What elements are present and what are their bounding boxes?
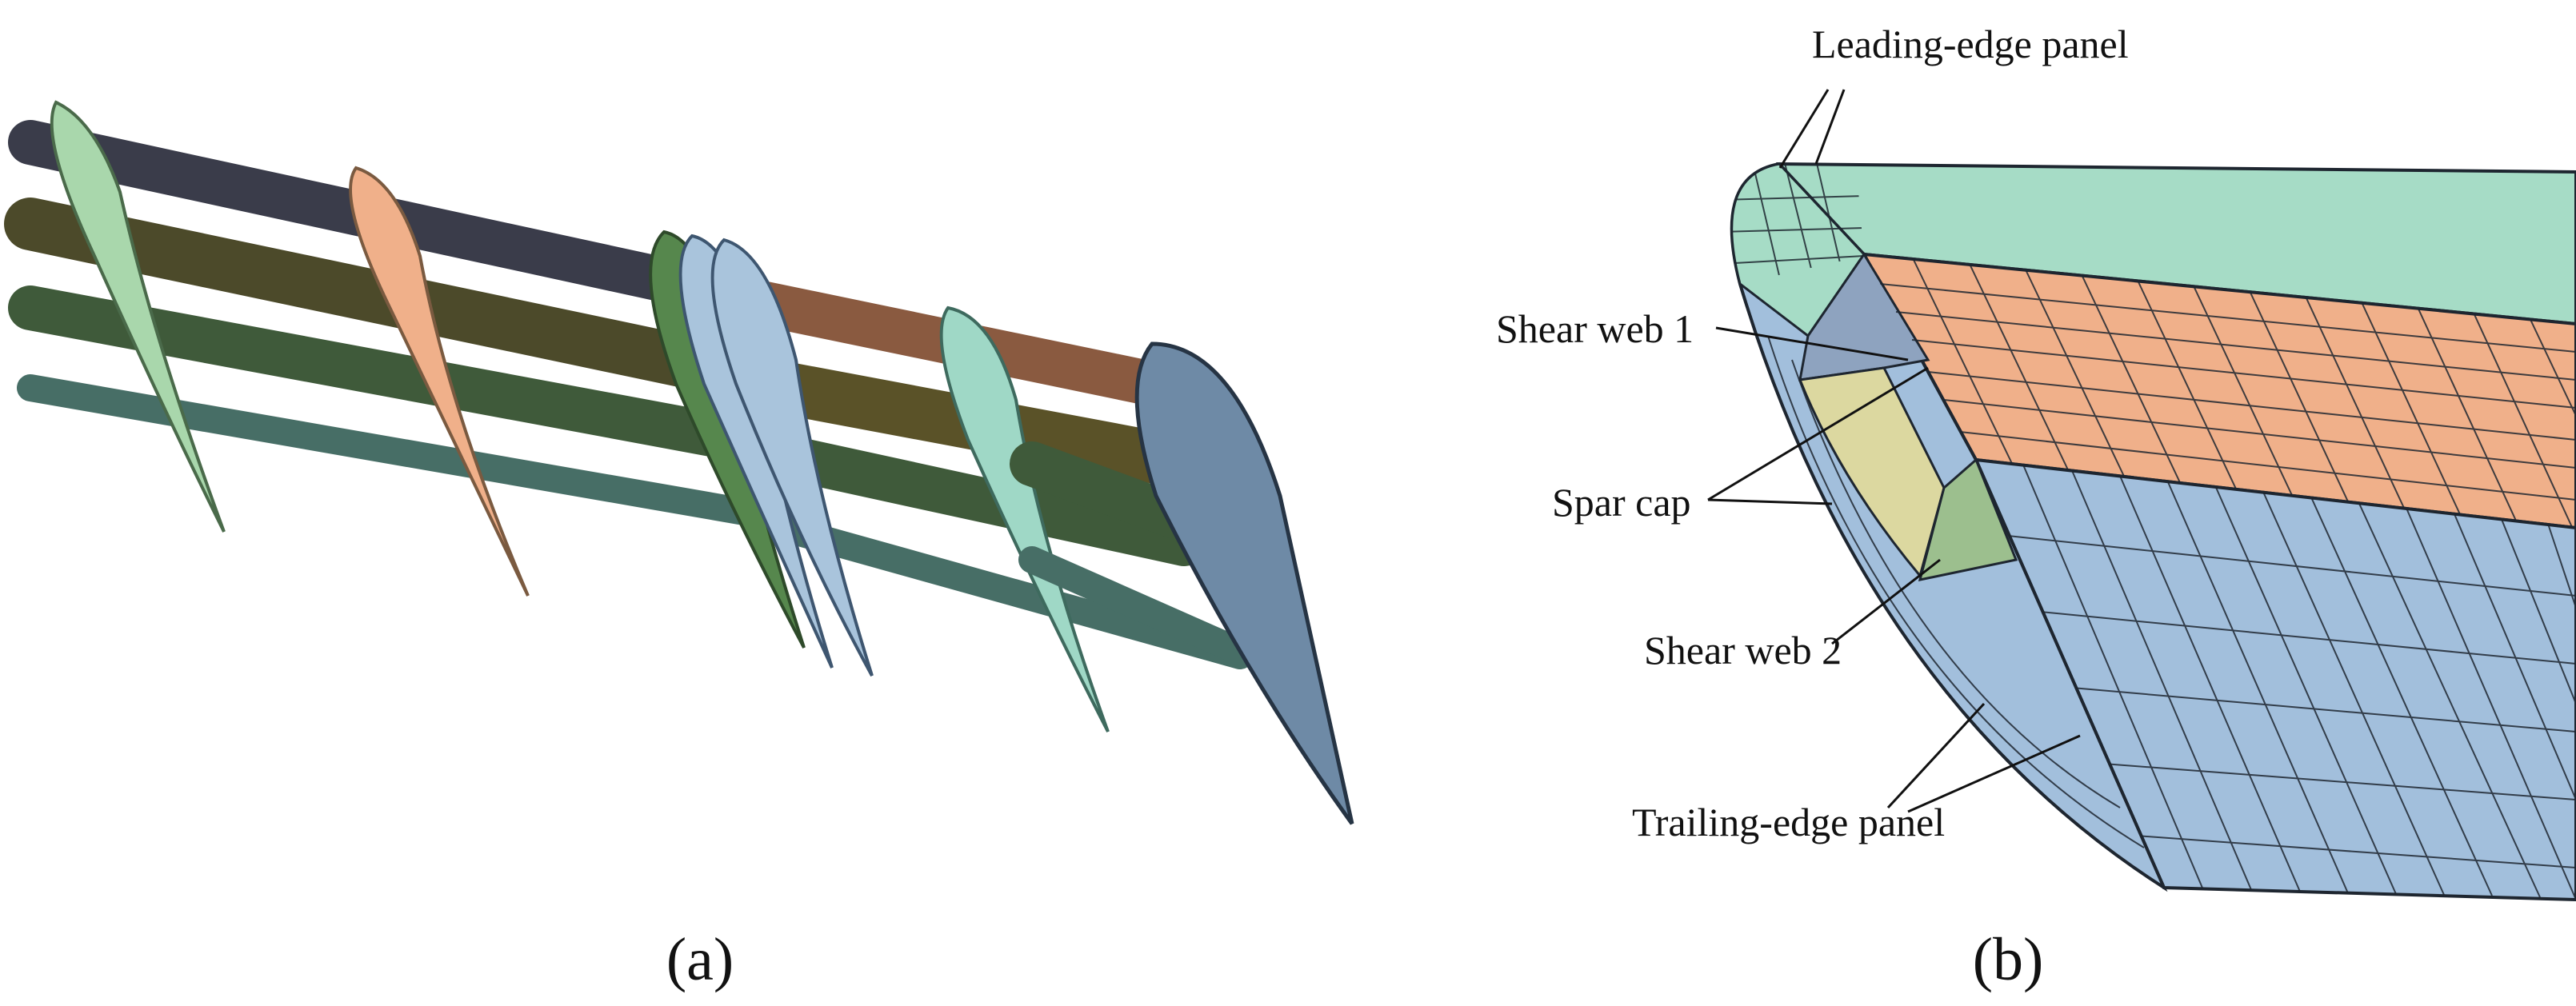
rod-bottom <box>17 374 758 525</box>
rod-front-upper <box>1010 441 1206 542</box>
rib-mint <box>939 305 1110 733</box>
rib-blue-b <box>710 238 874 677</box>
blade-mesh-section: Leading-edge panel Shear web 1 Spar cap … <box>1496 22 2576 902</box>
label-trailing-edge-panel: Trailing-edge panel <box>1632 800 1945 844</box>
rod-third-right <box>722 425 1206 566</box>
rod-top <box>8 120 686 302</box>
mesh-lines <box>1731 164 2576 900</box>
label-spar-cap: Spar cap <box>1552 480 1691 525</box>
rib-orange <box>349 166 530 597</box>
leading-edge-face <box>1730 162 1866 338</box>
rib-green <box>50 100 226 533</box>
shear-web-2 <box>1918 457 2018 581</box>
panel-b-caption: (b) <box>1973 926 2044 993</box>
panel-a-caption: (a) <box>666 926 734 993</box>
label-leading-edge-panel: Leading-edge panel <box>1812 22 2129 66</box>
rod-second <box>4 198 722 390</box>
annotation-arrows <box>1707 89 2081 813</box>
label-shear-web-1: Shear web 1 <box>1496 306 1694 351</box>
rod-front-lower <box>1018 546 1254 665</box>
label-shear-web-2: Shear web 2 <box>1644 628 1842 673</box>
wing-frame-assembly <box>4 100 1354 825</box>
rib-slate <box>1134 341 1354 825</box>
rod-bottom-right <box>754 510 1254 669</box>
